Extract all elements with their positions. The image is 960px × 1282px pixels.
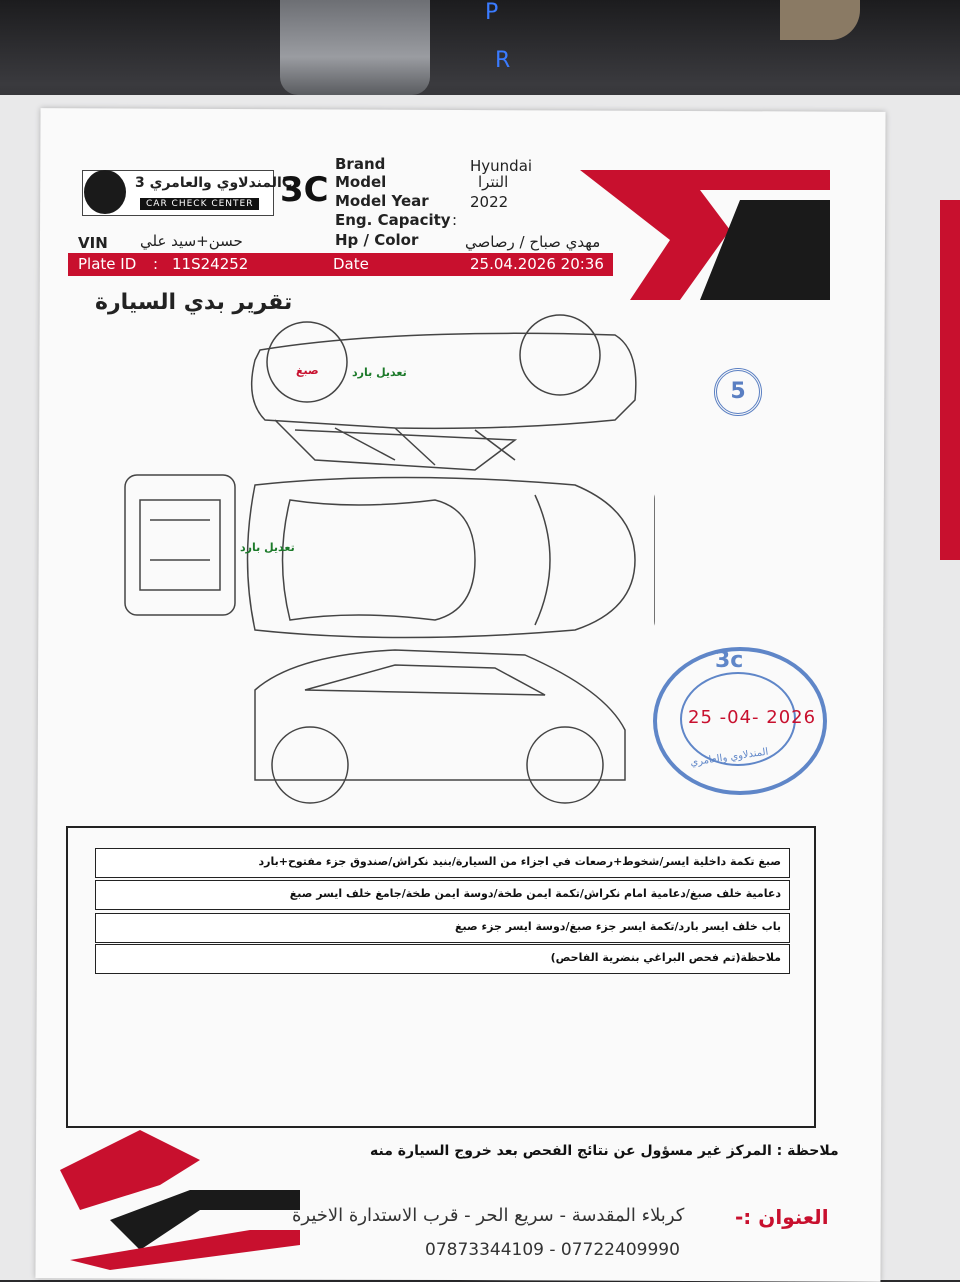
wheel-lower-right: [526, 726, 604, 804]
inspection-stamp: [653, 647, 827, 795]
model-value: النترا: [478, 173, 509, 191]
eng-capacity-value: :: [452, 211, 458, 229]
note-row: دعامية خلف صبغ/دعامية امام نكراش/تكمة اي…: [95, 880, 790, 910]
leather-strap: [780, 0, 860, 40]
sheet-number-stamp: 5: [714, 368, 762, 416]
model-year-value: 2022: [470, 193, 509, 211]
inspection-stamp-inner-ring: [680, 672, 796, 766]
report-title: تقرير بدي السيارة: [95, 290, 293, 315]
car-top-view: [246, 476, 636, 639]
logo-english-text: CAR CHECK CENTER: [140, 198, 260, 210]
car-rear-view: [124, 474, 236, 616]
header-decoration: [580, 170, 830, 300]
gear-indicator-p: P: [485, 0, 499, 25]
date-value: 25.04.2026 20:36: [470, 255, 604, 273]
hp-color-value: مهدي صباح / رصاصي: [465, 233, 601, 251]
car-side-view-upper: [250, 332, 637, 430]
gear-knob: [280, 0, 430, 95]
wheel-upper-left: [266, 321, 348, 403]
phone-numbers: 07873344109 - 07722409990: [425, 1240, 680, 1260]
plate-date-bar: Plate ID : 11S24252 Date 25.04.2026 20:3…: [68, 253, 613, 276]
folder-red-edge: [940, 200, 960, 560]
address-value: كربلاء المقدسة - سريع الحر - قرب الاستدا…: [292, 1205, 685, 1226]
cold-repair-mark-side: تعديل بارد: [240, 541, 295, 554]
plate-id-value: 11S24252: [172, 255, 249, 273]
stamp-logo-text: 3c: [715, 648, 744, 673]
note-row: صبغ تكمة داخلية ايسر/شخوط+رصعات في اجزاء…: [95, 848, 790, 878]
gear-indicator-r: R: [495, 48, 511, 73]
car-body-diagram: [124, 314, 655, 804]
cold-repair-mark-roof: تعديل بارد: [352, 366, 407, 379]
disclaimer-note: ملاحظة : المركز غير مسؤول عن نتائج الفحص…: [370, 1143, 839, 1159]
note-text: دعامية خلف صبغ/دعامية امام نكراش/تكمة اي…: [289, 887, 781, 900]
address-label: العنوان :-: [735, 1205, 829, 1229]
logo-arabic-text: المندلاوي والعامري 3C: [135, 175, 293, 191]
plate-id-colon: :: [153, 255, 159, 273]
note-row: باب خلف ايسر بارد/تكمة ايسر جزء صبغ/دوسة…: [95, 913, 790, 943]
brand-value: Hyundai: [470, 157, 533, 175]
stamp-date: 25 -04- 2026: [688, 707, 817, 728]
brand-label: Brand: [335, 155, 386, 173]
model-year-label: Model Year: [335, 192, 429, 210]
note-text: صبغ تكمة داخلية ايسر/شخوط+رصعات في اجزاء…: [258, 855, 781, 868]
vin-label: VIN: [78, 234, 108, 252]
notes-box: [66, 826, 816, 1128]
paint-mark: صبغ: [296, 364, 319, 377]
wheel-upper-right: [519, 314, 601, 396]
footer-decoration: [60, 1130, 300, 1270]
date-label: Date: [333, 255, 369, 273]
note-text: باب خلف ايسر بارد/تكمة ايسر جزء صبغ/دوسة…: [455, 920, 781, 933]
model-label: Model: [335, 173, 387, 191]
eng-capacity-label: Eng. Capacity: [335, 211, 451, 229]
hp-color-label: Hp / Color: [335, 231, 419, 249]
vin-value: حسن+سيد علي: [140, 232, 243, 250]
wheel-lower-left: [271, 726, 349, 804]
note-row: ملاحظة(تم فحص البراغي بنضرية الفاحص): [95, 944, 790, 974]
note-text: ملاحظة(تم فحص البراغي بنضرية الفاحص): [550, 951, 781, 964]
car-side-view-lower: [254, 649, 626, 781]
logo-3c-mark: 3C: [280, 170, 329, 210]
plate-id-label: Plate ID: [78, 255, 137, 273]
logo-emblem-icon: [84, 170, 126, 214]
